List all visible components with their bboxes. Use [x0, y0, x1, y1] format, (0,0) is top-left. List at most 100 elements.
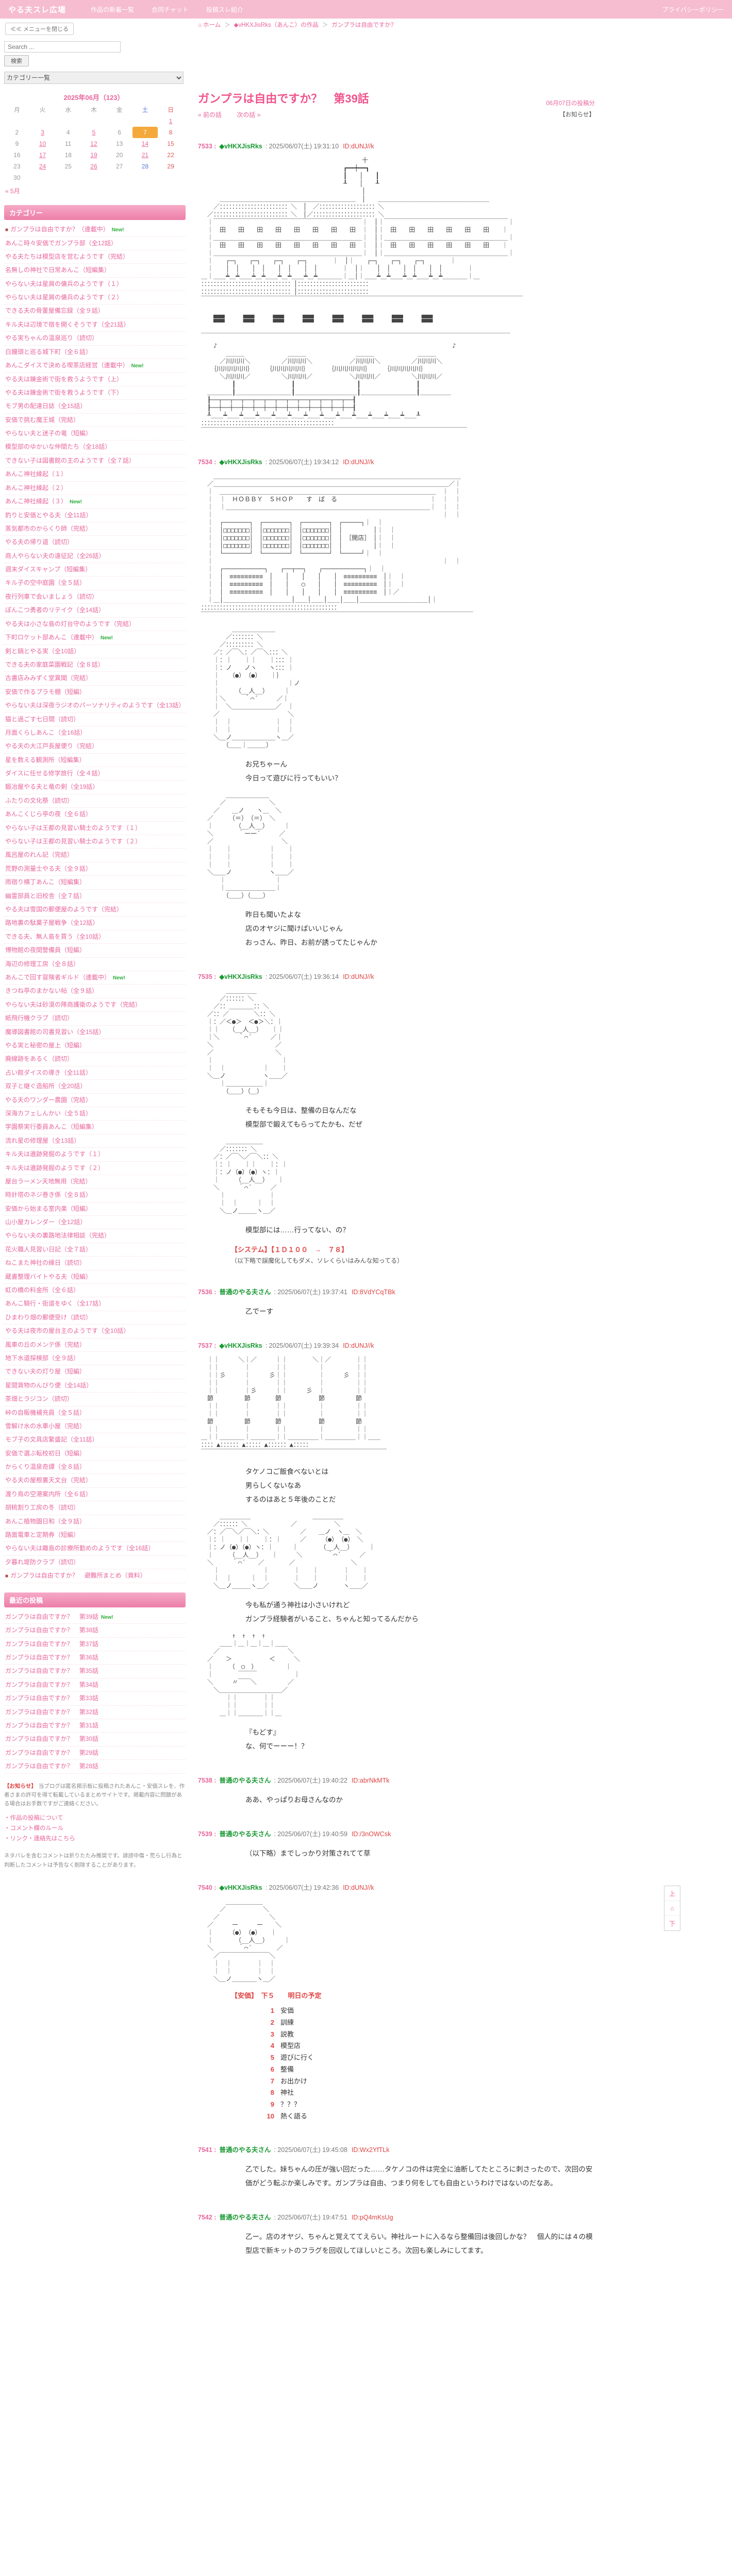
- category-item[interactable]: 剣と鍋とやる実（全10話）: [4, 645, 186, 658]
- category-item[interactable]: 雪解け水の水車小屋（完結）: [4, 1420, 186, 1434]
- calendar-day[interactable]: 23: [13, 163, 21, 170]
- category-item[interactable]: 峠の自販機補充員（全５話）: [4, 1406, 186, 1420]
- category-item[interactable]: からくり温泉奇譚（全８話）: [4, 1461, 186, 1475]
- category-item[interactable]: 猫と過ごす七日間（読切）: [4, 713, 186, 726]
- calendar-day[interactable]: [55, 172, 81, 183]
- category-item[interactable]: やらない子は王都の見習い騎士のようです（１）: [4, 822, 186, 836]
- header-nav-link[interactable]: 投稿スレ紹介: [206, 6, 243, 13]
- category-item[interactable]: やらない夫と迷子の竜（短編）: [4, 427, 186, 441]
- category-item[interactable]: 花火職人見習い日記（全７話）: [4, 1243, 186, 1257]
- category-item[interactable]: できない夫の灯り屋（短編）: [4, 1365, 186, 1379]
- category-item[interactable]: 路地裏の駄菓子屋戦争（全12話）: [4, 917, 186, 930]
- breadcrumb-link[interactable]: ガンプラは自由ですか？: [331, 22, 397, 28]
- post-number-link[interactable]: 7542 :: [198, 2213, 217, 2221]
- category-item[interactable]: 名無しの神社で日常あんこ（短編集）: [4, 264, 186, 278]
- category-item[interactable]: 紙飛行機クラブ（読切）: [4, 1012, 186, 1026]
- category-item[interactable]: 下町ロケット部あんこ（連載中）New!: [4, 631, 186, 645]
- calendar-day[interactable]: 22: [167, 151, 174, 159]
- category-item[interactable]: ダイスに任せる修学旅行（全４話）: [4, 767, 186, 781]
- calendar-day[interactable]: 17: [39, 151, 46, 159]
- post-number-link[interactable]: 7535 :: [198, 973, 217, 980]
- calendar-day[interactable]: 19: [90, 151, 97, 159]
- category-item[interactable]: やる夫は小さな島の灯台守のようです（完結）: [4, 618, 186, 632]
- category-item[interactable]: 幽霊部員と旧校舎（全７話）: [4, 890, 186, 903]
- calendar-day[interactable]: 7: [132, 127, 158, 138]
- post-number-link[interactable]: 7533 :: [198, 143, 217, 150]
- category-item[interactable]: 占い館ダイスの導き（全11話）: [4, 1066, 186, 1080]
- category-item[interactable]: ねこまた神社の縁日（読切）: [4, 1257, 186, 1270]
- category-item[interactable]: 夕暮れ堤防クラブ（読切）: [4, 1556, 186, 1570]
- breadcrumb-link[interactable]: ◆vHKXJisRks（あんこ）の作品: [234, 22, 319, 28]
- category-item[interactable]: モブ男の配達日誌（全15話）: [4, 400, 186, 414]
- calendar-day[interactable]: 11: [65, 140, 72, 147]
- calendar-day[interactable]: 6: [118, 129, 121, 136]
- calendar-day[interactable]: 13: [115, 140, 123, 147]
- category-item[interactable]: 蔵書整理バイトやる夫（短編）: [4, 1270, 186, 1284]
- category-item[interactable]: やる夫の帰り道（読切）: [4, 536, 186, 550]
- recent-post-item[interactable]: ガンプラは自由ですか？ 第37話: [4, 1638, 186, 1651]
- calendar-day[interactable]: 1: [169, 117, 173, 125]
- calendar-day[interactable]: 30: [13, 174, 21, 181]
- recent-post-item[interactable]: ガンプラは自由ですか？ 第29話: [4, 1747, 186, 1760]
- category-item[interactable]: 魔導図書館の司書見習い（全15話）: [4, 1026, 186, 1039]
- category-item[interactable]: キル夫は辺境で宿を開くそうです（全21話）: [4, 318, 186, 332]
- privacy-policy-link[interactable]: プライバシーポリシー: [662, 6, 724, 13]
- category-item[interactable]: 茶畑とラジコン（読切）: [4, 1393, 186, 1406]
- category-item[interactable]: やらない夫は深夜ラジオのパーソナリティのようです（全13話）: [4, 699, 186, 713]
- category-item[interactable]: ふたりの文化祭（読切）: [4, 794, 186, 808]
- sidebar-link[interactable]: ・作品の投稿について: [4, 1815, 63, 1822]
- category-item[interactable]: やらない夫は離島の診療所勤めのようです（全16話）: [4, 1542, 186, 1556]
- category-item[interactable]: やる夫のワンダー農園（完結）: [4, 1094, 186, 1107]
- calendar-day[interactable]: 8: [169, 129, 173, 136]
- category-item[interactable]: 廃線跡をあるく（読切）: [4, 1053, 186, 1066]
- calendar-day[interactable]: [30, 172, 56, 183]
- scroll-nav-button[interactable]: ⌂: [664, 1901, 680, 1916]
- category-item[interactable]: 地下水道探検部（全９話）: [4, 1352, 186, 1366]
- category-item[interactable]: 安価で作るプラモ棚（短編）: [4, 686, 186, 700]
- calendar-day[interactable]: 27: [115, 163, 123, 170]
- date-note-link[interactable]: 06月07日の投稿分: [546, 100, 595, 107]
- category-item[interactable]: やらない夫は星屑の傭兵のようです（１）: [4, 278, 186, 292]
- category-item[interactable]: やる実ちゃんの温泉巡り（読切）: [4, 332, 186, 346]
- category-item[interactable]: キル子の空中庭園（全５話）: [4, 577, 186, 590]
- calendar-day[interactable]: [81, 115, 107, 127]
- post-number-link[interactable]: 7539 :: [198, 1831, 217, 1838]
- category-item[interactable]: 釣りと安価とやる夫（全11話）: [4, 509, 186, 522]
- calendar-day[interactable]: 9: [15, 140, 19, 147]
- calendar-day[interactable]: 16: [13, 151, 21, 159]
- calendar-day[interactable]: 12: [90, 140, 97, 147]
- category-item[interactable]: できる夫、無人島を買う（全10話）: [4, 930, 186, 944]
- category-item[interactable]: 屋台ラーメン天地無用（完結）: [4, 1175, 186, 1189]
- category-item[interactable]: 商人やらない夫の遠征記（全26話）: [4, 550, 186, 564]
- recent-post-item[interactable]: ガンプラは自由ですか？ 第32話: [4, 1706, 186, 1719]
- calendar-day[interactable]: [107, 115, 132, 127]
- category-item[interactable]: あんこ時々安価でガンプラ部（全12話）: [4, 237, 186, 250]
- category-item[interactable]: あんこダイスで決める喫茶店経営（連載中）New!: [4, 359, 186, 373]
- calendar-day[interactable]: [81, 172, 107, 183]
- category-item[interactable]: 模型部のゆかいな仲間たち（全18話）: [4, 440, 186, 454]
- calendar-day[interactable]: 20: [115, 151, 123, 159]
- category-item[interactable]: きつね亭のまかない帖（全９話）: [4, 985, 186, 998]
- post-number-link[interactable]: 7537 :: [198, 1342, 217, 1349]
- category-item[interactable]: ■ガンプラは自由ですか？（連載中）New!: [4, 223, 186, 237]
- category-item[interactable]: 夜行列車で会いましょう（読切）: [4, 590, 186, 604]
- category-select[interactable]: カテゴリー一覧: [4, 72, 184, 84]
- scroll-nav-button[interactable]: 上: [664, 1886, 680, 1901]
- category-item[interactable]: やらない夫の裏路地法律相談（完結）: [4, 1229, 186, 1243]
- category-item[interactable]: キル夫は遺跡発掘のようです（２）: [4, 1162, 186, 1175]
- category-item[interactable]: モブ子の文具店繁盛記（全11話）: [4, 1433, 186, 1447]
- category-item[interactable]: 週末ダイスキャンプ（短編集）: [4, 563, 186, 577]
- category-item[interactable]: 星間貨物のんびり便（全14話）: [4, 1379, 186, 1393]
- category-item[interactable]: やらない夫は砂漠の隊商護衛のようです（完結）: [4, 998, 186, 1012]
- sidebar-link[interactable]: ・リンク・連絡先はこちら: [4, 1836, 75, 1842]
- category-item[interactable]: やる夫は夜市の屋台主のようです（全10話）: [4, 1325, 186, 1338]
- category-item[interactable]: ■ガンプラは自由ですか？ 避難所まとめ（資料）: [4, 1569, 186, 1583]
- post-number-link[interactable]: 7536 :: [198, 1289, 217, 1296]
- category-item[interactable]: あんこ騎行・街道をゆく（全17話）: [4, 1297, 186, 1311]
- category-item[interactable]: 星を数える観測所（短編集）: [4, 754, 186, 768]
- category-item[interactable]: 月面くらしあんこ（全16話）: [4, 726, 186, 740]
- category-item[interactable]: 時計塔のネジ巻き係（全８話）: [4, 1189, 186, 1202]
- calendar-day[interactable]: 14: [141, 140, 149, 147]
- calendar-day[interactable]: [132, 172, 158, 183]
- category-item[interactable]: やる夫たちは模型店を営むようです（完結）: [4, 250, 186, 264]
